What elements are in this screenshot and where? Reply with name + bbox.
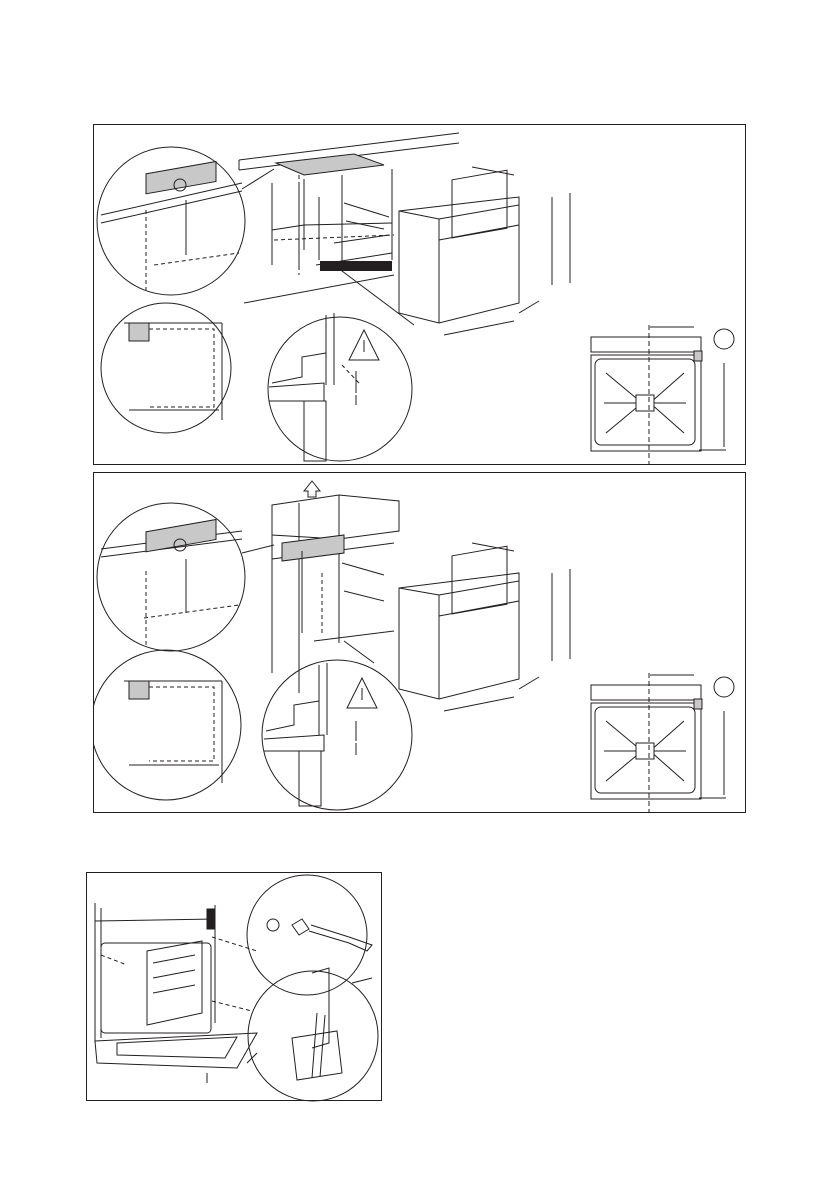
electric-connection-symbol [714,329,734,349]
front-view [591,673,734,813]
worktop [239,133,459,175]
side-detail-circle [101,303,231,433]
oven-unit [399,170,519,323]
up-arrow [304,481,320,497]
column-diagram [94,473,747,814]
screw [292,919,309,935]
warning-detail-circle [262,660,412,810]
oven-unit [399,546,519,699]
column-installation-panel [93,472,746,813]
tall-cabinet [272,495,399,693]
undercounter-installation-panel [93,124,746,465]
leader-lines [242,545,374,663]
oven-open-door [95,903,257,1083]
hardware-detail-circle [247,875,372,995]
screw-guides [101,937,257,1011]
fixing-diagram [87,873,383,1102]
electric-connection-symbol [714,677,734,697]
warning-detail-circle [268,313,412,461]
fixing-panel [86,872,382,1101]
electric-detail-circle [97,147,245,295]
front-view [591,325,734,465]
side-detail-circle [94,650,241,800]
leader-lines [242,169,414,325]
undercounter-diagram [94,125,747,466]
plug [349,937,372,951]
electric-detail-circle [97,503,245,651]
spacer [267,919,279,931]
ventilation-slot [320,261,392,271]
mounting-detail-circle [247,968,378,1101]
